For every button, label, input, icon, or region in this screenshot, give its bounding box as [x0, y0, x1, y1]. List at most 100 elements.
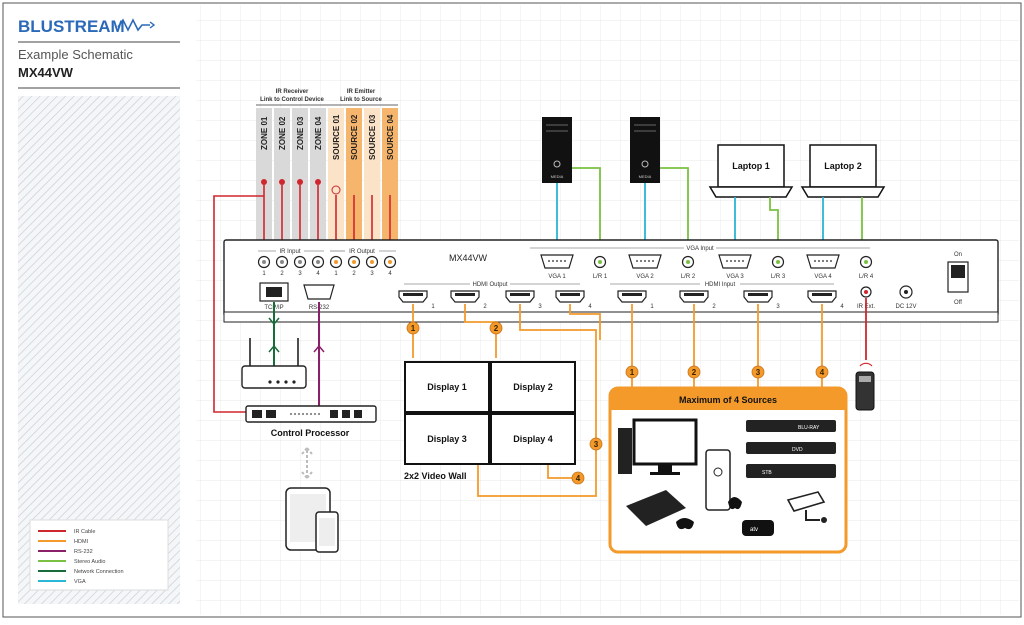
- source-label: SOURCE 02: [350, 114, 359, 160]
- pc-tower-icon: [630, 117, 660, 183]
- ir-port-number: 4: [316, 271, 320, 277]
- zone-label: ZONE 01: [260, 116, 269, 150]
- zone-label: ZONE 04: [314, 116, 323, 150]
- ir-port-number: 3: [298, 271, 302, 277]
- display-label: Display 1: [427, 382, 467, 392]
- ir-cable-to-processor: [213, 195, 264, 413]
- zone-label: ZONE 03: [296, 116, 305, 150]
- ir-port-number: 4: [388, 271, 392, 277]
- vga-port-label: L/R 1: [593, 274, 608, 280]
- pc-media-label: MEDIA: [551, 174, 564, 179]
- hdmi-port[interactable]: [807, 290, 837, 303]
- source-column: [364, 108, 380, 240]
- vga-port-label: L/R 3: [771, 274, 786, 280]
- hdmi-port-number: 2: [483, 304, 487, 310]
- ir-receiver-icon: [261, 179, 267, 185]
- laptop-icon: [717, 144, 785, 188]
- connection-marker: [625, 365, 639, 379]
- hdmi-port[interactable]: [679, 290, 709, 303]
- hdmi-port-number: 3: [538, 304, 542, 310]
- vga-port-label: VGA 2: [636, 274, 654, 280]
- device-chassis: [223, 239, 999, 317]
- zone-label: ZONE 02: [278, 116, 287, 150]
- control-section: Control Processor: [241, 302, 377, 553]
- display-2: [492, 363, 574, 411]
- legend-label: Stereo Audio: [74, 559, 106, 565]
- hdmi-output-label: HDMI Output: [472, 282, 507, 288]
- source-label: SOURCE 01: [332, 114, 341, 160]
- ir-output-label: IR Output: [349, 249, 375, 255]
- hdmi-port[interactable]: [398, 290, 428, 303]
- router-icon: [241, 365, 307, 389]
- source-column: [346, 108, 362, 240]
- hdmi-port-number: 4: [588, 304, 592, 310]
- ir-emitter-icon: [331, 185, 341, 195]
- connection-marker: [406, 321, 420, 335]
- rs232-port[interactable]: [303, 284, 335, 300]
- display-label: Display 2: [513, 382, 553, 392]
- display-label: Display 3: [427, 434, 467, 444]
- brand-logo: BLUSTREAM: [18, 17, 125, 36]
- source-bluray-icon: [746, 420, 836, 432]
- hdmi-port[interactable]: [450, 290, 480, 303]
- ir-emitter-title: IR Emitter: [347, 89, 376, 95]
- ir-port-number: 3: [370, 271, 374, 277]
- sidebar-model: MX44VW: [18, 65, 74, 80]
- source-column: [382, 108, 398, 240]
- wireless-icon: [301, 447, 313, 479]
- zone-column: [310, 108, 326, 240]
- laptops: Laptop 1 Laptop 2: [708, 144, 886, 198]
- ir-port-number: 2: [352, 271, 356, 277]
- connection-marker-number: 3: [756, 368, 761, 377]
- connection-marker-number: 2: [494, 324, 499, 333]
- sources-box: Maximum of 4 Sources BLU-RAY DVD STB atv: [608, 386, 848, 554]
- laptop-label: Laptop 2: [824, 161, 862, 171]
- vga-input-label: VGA Input: [686, 246, 714, 252]
- source-label: SOURCE 04: [386, 114, 395, 160]
- ir-receiver-icon: [279, 179, 285, 185]
- hdmi-port-number: 3: [776, 304, 780, 310]
- ir-columns: IR Receiver Link to Control Device IR Em…: [213, 89, 398, 413]
- hdmi-port[interactable]: [617, 290, 647, 303]
- ir-port-number: 1: [262, 271, 266, 277]
- hdmi-input-label: HDMI Input: [705, 282, 736, 288]
- source-playstation-icon: [626, 490, 686, 526]
- ir-port-number: 2: [280, 271, 284, 277]
- ir-port-number: 1: [334, 271, 338, 277]
- hdmi-port[interactable]: [505, 290, 535, 303]
- legend-label: HDMI: [74, 539, 89, 545]
- display-4: [492, 415, 574, 463]
- hdmi-port[interactable]: [555, 290, 585, 303]
- ir-receiver-icon: [297, 179, 303, 185]
- legend-label: RS-232: [74, 549, 93, 555]
- audio-cable: [572, 167, 601, 250]
- vga-port-label: L/R 2: [681, 274, 696, 280]
- source-bluray-label: BLU-RAY: [798, 425, 820, 431]
- vga-port-label: VGA 3: [726, 274, 744, 280]
- source-stb-icon: [746, 464, 836, 478]
- video-wall: Display 1 Display 2 Display 3 Display 4 …: [404, 361, 576, 481]
- hdmi-cable: [547, 465, 578, 479]
- laptop-icon: [809, 144, 877, 188]
- connection-marker: [489, 321, 503, 335]
- zone-column: [292, 108, 308, 240]
- legend-label: VGA: [74, 579, 86, 585]
- source-dvd-icon: [746, 442, 836, 454]
- hdmi-port-number: 2: [712, 304, 716, 310]
- source-console-icon: [705, 449, 731, 511]
- sidebar: BLUSTREAM Example Schematic MX44VW IR Ca…: [18, 17, 180, 604]
- sidebar-hatched-panel: [18, 96, 180, 604]
- hdmi-port[interactable]: [743, 290, 773, 303]
- hdmi-cable: [569, 304, 601, 340]
- ir-emitter-subtitle: Link to Source: [340, 97, 382, 103]
- power-on-label: On: [954, 252, 962, 258]
- sources-box-title: Maximum of 4 Sources: [679, 395, 777, 405]
- zone-column: [274, 108, 290, 240]
- connection-marker-number: 4: [820, 368, 825, 377]
